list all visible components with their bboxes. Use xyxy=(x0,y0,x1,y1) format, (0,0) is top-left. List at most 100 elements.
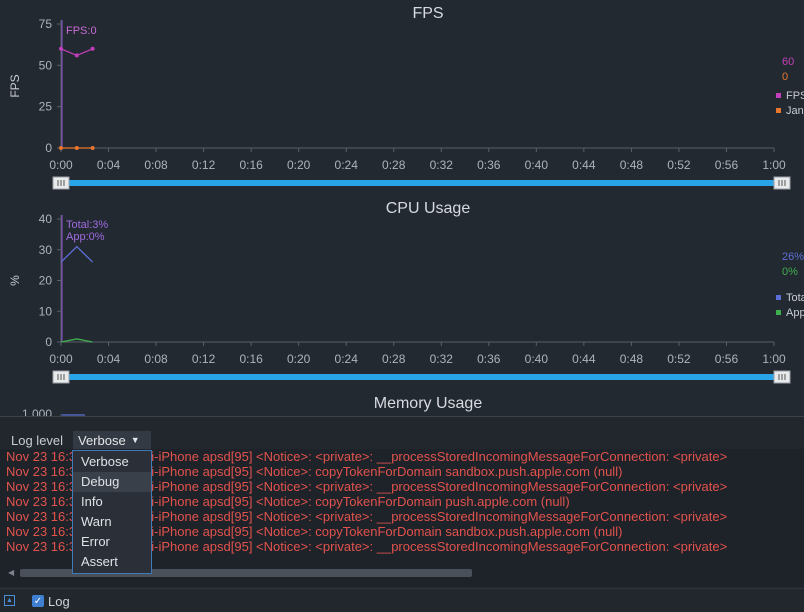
log-level-option-error[interactable]: Error xyxy=(81,534,110,549)
fps-y-tick-label: 25 xyxy=(39,100,53,114)
cpu-tooltip-line: Total:3% xyxy=(66,219,108,231)
grip-handle-icon xyxy=(773,176,791,190)
fps-x-tick-label: 0:16 xyxy=(239,158,263,172)
cpu-x-tick-label: 0:12 xyxy=(192,352,216,366)
fps-x-tick-label: 0:20 xyxy=(287,158,311,172)
fps-legend-swatch xyxy=(776,93,781,98)
fps-current-value: 0 xyxy=(782,71,788,83)
cpu-x-tick-label: 0:32 xyxy=(430,352,454,366)
fps-y-tick-label: 75 xyxy=(39,17,53,31)
fps-data-point xyxy=(74,53,79,58)
fps-chart-title: FPS xyxy=(412,5,443,22)
fps-x-tick-label: 0:00 xyxy=(49,158,73,172)
cpu-current-value: 26% xyxy=(782,251,804,263)
fps-x-tick-label: 0:56 xyxy=(715,158,739,172)
cpu-y-tick-label: 30 xyxy=(39,243,53,257)
fps-legend-label: FPS xyxy=(786,90,804,102)
log-level-option-assert[interactable]: Assert xyxy=(81,554,118,569)
memory-chart: Memory Usage 1,000 xyxy=(0,388,804,416)
fps-y-tick-label: 0 xyxy=(45,141,52,155)
cpu-x-tick-label: 0:04 xyxy=(97,352,121,366)
log-level-option-info[interactable]: Info xyxy=(81,494,103,509)
log-line: Nov 23 16:37:24 Sassteki-iPhone apsd[95]… xyxy=(6,449,728,464)
log-checkbox-label: Log xyxy=(48,594,70,609)
log-checkbox[interactable]: ✓ xyxy=(32,595,44,607)
fps-x-tick-label: 0:24 xyxy=(335,158,359,172)
fps-x-tick-label: 0:48 xyxy=(620,158,644,172)
grip-handle-icon xyxy=(52,370,70,384)
log-line: Nov 23 16:37:24 Sassteki-iPhone apsd[95]… xyxy=(6,524,623,539)
log-line: Nov 23 16:37:24 Sassteki-iPhone apsd[95]… xyxy=(6,539,728,554)
checkmark-icon: ✓ xyxy=(33,595,43,607)
cpu-current-value: 0% xyxy=(782,266,798,278)
cpu-legend-swatch xyxy=(776,310,781,315)
fps-x-tick-label: 0:44 xyxy=(572,158,596,172)
fps-x-tick-label: 0:28 xyxy=(382,158,406,172)
cpu-x-tick-label: 0:24 xyxy=(335,352,359,366)
scroll-left-icon[interactable]: ◀ xyxy=(8,568,15,577)
cpu-y-tick-label: 40 xyxy=(39,212,53,226)
cpu-x-tick-label: 0:40 xyxy=(525,352,549,366)
cpu-y-tick-label: 10 xyxy=(39,304,53,318)
cpu-series-line-app xyxy=(60,338,93,343)
expand-panel-icon[interactable]: ▲ xyxy=(4,595,15,606)
cpu-legend-label: Tota xyxy=(786,292,804,304)
cpu-x-tick-label: 0:20 xyxy=(287,352,311,366)
memory-y-tick-label: 1,000 xyxy=(22,407,52,416)
cpu-y-tick-label: 0 xyxy=(45,335,52,349)
fps-data-point xyxy=(90,46,95,51)
memory-chart-title: Memory Usage xyxy=(374,395,483,412)
cpu-tooltip-line: App:0% xyxy=(66,231,105,243)
cpu-x-tick-label: 0:56 xyxy=(715,352,739,366)
fps-x-tick-label: 0:12 xyxy=(192,158,216,172)
grip-handle-icon xyxy=(773,370,791,384)
fps-range-slider-track xyxy=(56,180,790,186)
fps-x-tick-label: 0:40 xyxy=(525,158,549,172)
cpu-x-tick-label: 0:44 xyxy=(572,352,596,366)
fps-data-point xyxy=(90,146,95,150)
fps-data-point xyxy=(59,146,63,150)
fps-x-tick-label: 0:04 xyxy=(97,158,121,172)
fps-x-tick-label: 0:52 xyxy=(667,158,691,172)
cpu-chart-title: CPU Usage xyxy=(386,200,471,217)
cpu-y-axis-title: % xyxy=(8,275,22,286)
fps-data-point xyxy=(74,146,79,150)
cpu-x-tick-label: 0:00 xyxy=(49,352,73,366)
fps-y-axis-title: FPS xyxy=(8,74,22,97)
fps-x-tick-label: 1:00 xyxy=(762,158,786,172)
log-level-option-verbose[interactable]: Verbose xyxy=(81,454,129,469)
cpu-x-tick-label: 0:52 xyxy=(667,352,691,366)
memory-chart-svg: Memory Usage 1,000 xyxy=(22,395,483,416)
cpu-legend-swatch xyxy=(776,295,781,300)
log-line: Nov 23 16:37:24 Sassteki-iPhone apsd[95]… xyxy=(6,479,728,494)
fps-x-tick-label: 0:08 xyxy=(144,158,168,172)
log-level-label: Log level xyxy=(11,433,64,448)
log-lines[interactable]: Nov 23 16:37:24 Sassteki-iPhone apsd[95]… xyxy=(6,449,804,567)
fps-tooltip: FPS:0 xyxy=(66,25,97,37)
cpu-x-tick-label: 0:08 xyxy=(144,352,168,366)
log-level-option-warn[interactable]: Warn xyxy=(81,514,112,529)
scrollbar-thumb[interactable] xyxy=(20,569,472,577)
cpu-x-tick-label: 0:28 xyxy=(382,352,406,366)
cpu-y-tick-label: 20 xyxy=(39,274,53,288)
cpu-range-slider-track xyxy=(56,374,790,380)
cpu-x-tick-label: 0:36 xyxy=(477,352,501,366)
caret-down-icon: ▼ xyxy=(130,435,140,445)
cpu-x-tick-label: 0:48 xyxy=(620,352,644,366)
horizontal-scrollbar[interactable]: ◀ xyxy=(4,567,800,579)
log-level-select[interactable]: Verbose ▼ xyxy=(73,431,151,449)
log-level-option-debug[interactable]: Debug xyxy=(73,472,151,492)
cpu-legend-label: App xyxy=(786,307,804,319)
fps-x-tick-label: 0:36 xyxy=(477,158,501,172)
log-level-value: Verbose xyxy=(78,432,126,448)
fps-legend-label: Jan xyxy=(786,105,804,117)
cpu-series-line-tota xyxy=(60,245,94,263)
log-toolbar: Log level Verbose ▼ xyxy=(0,417,804,449)
grip-handle-icon xyxy=(52,176,70,190)
fps-x-tick-label: 0:32 xyxy=(430,158,454,172)
